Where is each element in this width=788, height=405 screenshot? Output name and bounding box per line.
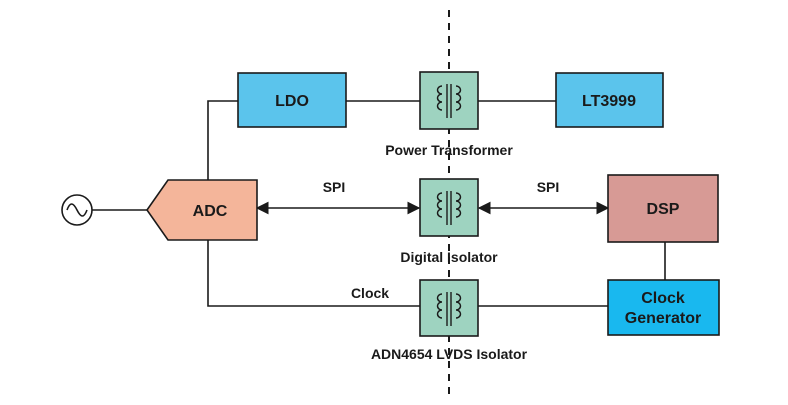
lvds-isolator-icon bbox=[419, 279, 479, 337]
dsp-block: DSP bbox=[607, 174, 719, 243]
adc-label: ADC bbox=[193, 203, 228, 220]
connection-wires bbox=[92, 100, 666, 307]
dsp-label: DSP bbox=[647, 201, 680, 218]
spi-label-left: SPI bbox=[323, 179, 346, 195]
lt3999-label: LT3999 bbox=[582, 93, 636, 110]
power-transformer-icon bbox=[419, 71, 479, 130]
ldo-label: LDO bbox=[275, 93, 309, 110]
lt3999-block: LT3999 bbox=[555, 72, 664, 128]
ldo-block: LDO bbox=[237, 72, 347, 128]
lvds-isolator-caption: ADN4654 LVDS Isolator bbox=[371, 346, 528, 362]
power-transformer-caption: Power Transformer bbox=[385, 142, 513, 158]
adc-block: ADC bbox=[146, 179, 258, 241]
digital-isolator-icon bbox=[419, 178, 479, 237]
wire-adc-ldo bbox=[207, 100, 238, 180]
spi-label-right: SPI bbox=[537, 179, 560, 195]
clock-generator-label-line2: Generator bbox=[625, 310, 701, 327]
clock-signal-label: Clock bbox=[351, 285, 389, 301]
wire-adc-clock bbox=[207, 240, 420, 307]
digital-isolator-caption: Digital Isolator bbox=[400, 249, 498, 265]
sine-wave-source-icon bbox=[61, 194, 93, 226]
clock-generator-label-line1: Clock bbox=[641, 290, 685, 307]
clock-generator-block: Clock Generator bbox=[607, 279, 720, 336]
